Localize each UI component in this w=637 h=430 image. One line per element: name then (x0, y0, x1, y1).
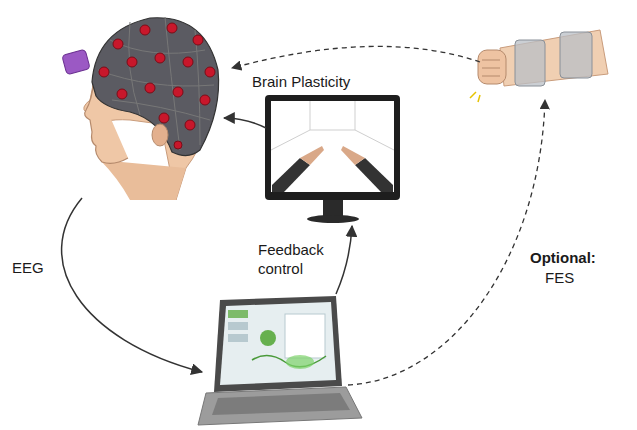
arrow-label: EEG (12, 258, 62, 277)
arrow (336, 226, 352, 294)
head-with-eeg-cap (62, 17, 219, 200)
arrow (224, 118, 266, 128)
dashed-arrow (232, 46, 480, 68)
arm-with-fes (470, 30, 608, 102)
arrow-label: Feedback control (258, 240, 332, 278)
laptop (198, 296, 362, 425)
arrow-label: Brain Plasticity (252, 72, 382, 91)
dashed-arrow (348, 100, 545, 385)
arrow-label: Optional: (530, 248, 625, 267)
arrow-label: FES (545, 268, 605, 287)
arrow (62, 198, 202, 372)
monitor (265, 95, 400, 223)
